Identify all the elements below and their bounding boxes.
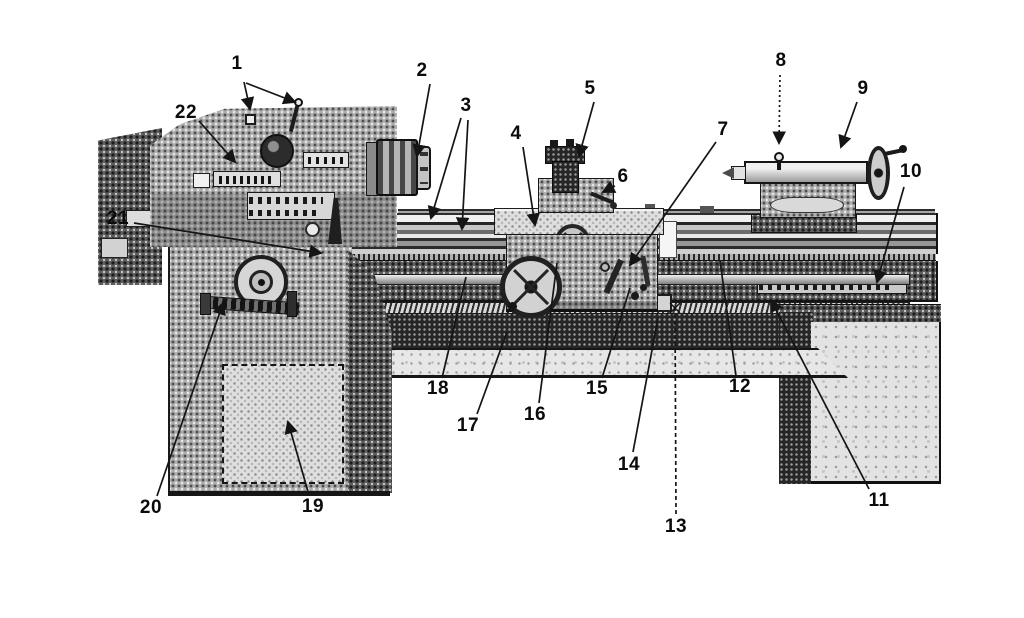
callout-4: 4 (510, 123, 522, 144)
cabinet-side (348, 250, 392, 493)
dead-center-point (722, 167, 734, 179)
callout-22: 22 (174, 102, 198, 123)
linkage-knob-left (200, 293, 211, 315)
feed-lever-knob (631, 292, 639, 300)
chuck (376, 139, 418, 196)
callout-16: 16 (523, 404, 547, 425)
cabinet-door (222, 364, 344, 484)
callout-5: 5 (584, 78, 596, 99)
compound-handle-knob (610, 202, 617, 209)
callout-17: 17 (456, 415, 480, 436)
speed-lever-knob (294, 98, 303, 107)
callout-8: 8 (775, 50, 787, 71)
chuck-face (416, 146, 431, 190)
clutch-dial-hub (258, 279, 265, 286)
callout-11: 11 (868, 490, 890, 511)
half-nut-knob (640, 284, 647, 291)
right-leg-shadow (779, 312, 813, 484)
cabinet-bottom-edge (168, 491, 390, 496)
tool-post (552, 161, 579, 193)
callout-21: 21 (106, 208, 130, 229)
gearbox-chart-plate (247, 192, 335, 220)
callout-6: 6 (617, 166, 629, 187)
tailstock-casting-web (770, 197, 844, 213)
apron-crank-knob (508, 302, 517, 311)
motor-cover-plate (126, 210, 152, 227)
speed-lever-clamp (245, 114, 256, 125)
callout-3: 3 (460, 95, 472, 116)
tailstock-barrel (744, 161, 868, 184)
tool-post-screw (550, 140, 558, 148)
callout-20: 20 (139, 497, 163, 518)
tailstock-clamp-stick (777, 160, 781, 170)
callout-13: 13 (664, 516, 688, 537)
headstock-small-plate (303, 152, 349, 168)
callout-1: 1 (231, 53, 243, 74)
tailstock-crank-knob (899, 145, 907, 153)
callout-2: 2 (416, 60, 428, 81)
callout-14: 14 (617, 454, 641, 475)
tool-post-screw (566, 139, 574, 147)
model-number-box (193, 173, 210, 188)
right-leg (811, 322, 941, 484)
callout-19: 19 (301, 496, 325, 517)
linkage-bolt-right (287, 291, 297, 317)
callout-9: 9 (857, 78, 869, 99)
tailstock-base (751, 214, 857, 233)
callout-18: 18 (426, 378, 450, 399)
apron-knob (600, 262, 610, 272)
chip-pan (344, 348, 848, 378)
callout-7: 7 (717, 119, 729, 140)
feed-selector-knob (305, 222, 320, 237)
tailstock-clamp-knob (774, 152, 784, 162)
callout-12: 12 (728, 376, 752, 397)
headstock-name-plate (213, 171, 281, 187)
spindle-speed-dial (260, 134, 294, 168)
tailstock-handwheel (867, 146, 890, 200)
motor-cover-plate (101, 238, 128, 258)
callout-15: 15 (585, 378, 609, 399)
callout-10: 10 (899, 161, 923, 182)
